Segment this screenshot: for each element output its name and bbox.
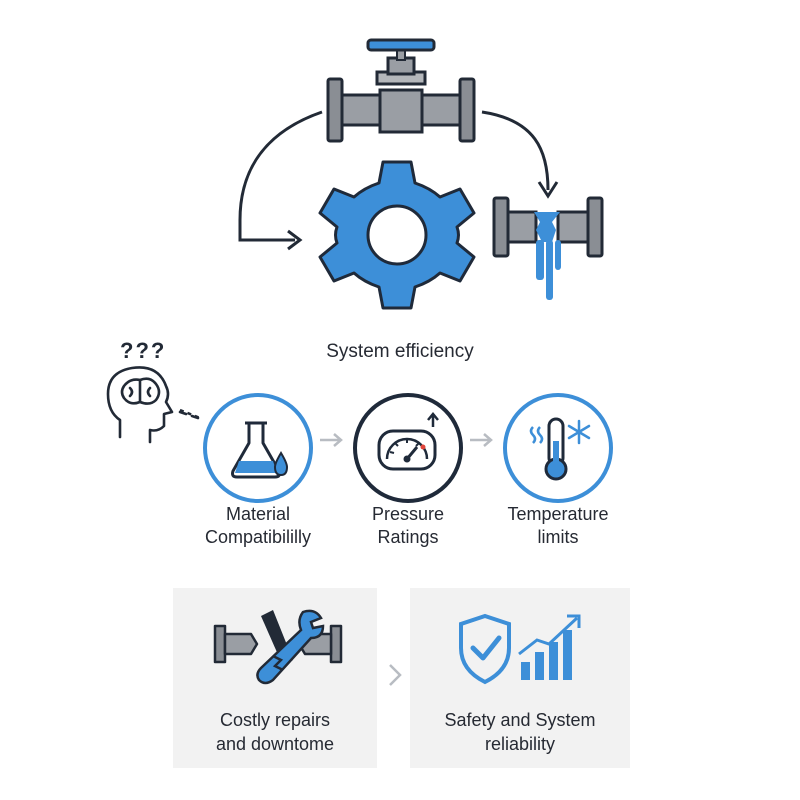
factor-pressure-circle [353,393,463,503]
broken-pipe-wrench-icon [213,609,343,685]
pressure-gauge-icon [377,412,439,471]
factor-connectors [179,408,493,447]
factor-temperature-circle [503,393,613,503]
system-cycle-diagram [238,38,604,310]
question-marks: ??? [120,338,167,363]
thermometer-icon [529,417,591,481]
cycle-arrow-left [238,110,323,242]
flask-icon [231,421,289,479]
leaking-pipe-icon [492,196,604,300]
outcome-arrow [389,664,402,686]
diagram-title: System efficiency [326,341,474,362]
factor-material-circle [203,393,313,503]
valve-pipe-icon [326,38,476,143]
shield-growth-icon [459,613,581,685]
cycle-arrow-right [481,110,550,191]
gear-icon [318,160,476,310]
thinking-head-icon [106,366,200,444]
